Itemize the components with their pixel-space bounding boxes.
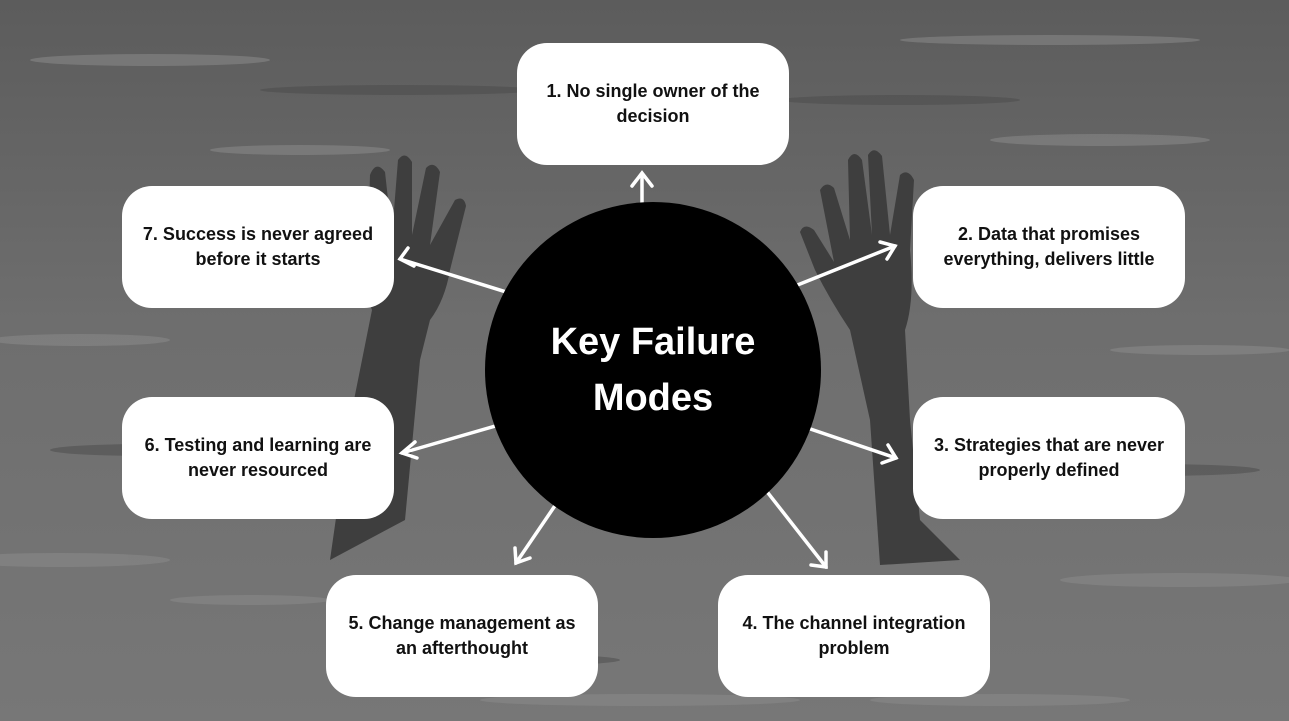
arrow-to-mode-7 xyxy=(398,257,521,298)
failure-mode-label: 7. Success is never agreed before it sta… xyxy=(142,224,374,269)
failure-mode-label: 4. The channel integration problem xyxy=(742,613,966,658)
arrow-head-2 xyxy=(878,240,898,261)
failure-mode-box-5: 5. Change management as an afterthought xyxy=(326,575,598,697)
failure-mode-box-7: 7. Success is never agreed before it sta… xyxy=(122,186,394,308)
failure-mode-label: 3. Strategies that are never properly de… xyxy=(933,435,1165,480)
arrow-head-6 xyxy=(398,440,419,460)
arrow-head-4 xyxy=(809,550,828,569)
failure-mode-box-4: 4. The channel integration problem xyxy=(718,575,990,697)
arrow-head-7 xyxy=(397,246,416,268)
arrow-head-3 xyxy=(880,443,899,465)
failure-mode-box-3: 3. Strategies that are never properly de… xyxy=(913,397,1185,519)
failure-mode-label: 6. Testing and learning are never resour… xyxy=(144,435,372,480)
failure-mode-label: 1. No single owner of the decision xyxy=(546,81,760,126)
arrow-to-mode-2 xyxy=(778,244,897,294)
failure-mode-box-6: 6. Testing and learning are never resour… xyxy=(122,397,394,519)
right-hand-silhouette xyxy=(800,150,960,565)
failure-mode-label: 2. Data that promises everything, delive… xyxy=(943,224,1155,269)
failure-mode-box-1: 1. No single owner of the decision xyxy=(517,43,789,165)
failure-mode-label: 5. Change management as an afterthought xyxy=(348,613,576,658)
failure-mode-box-2: 2. Data that promises everything, delive… xyxy=(913,186,1185,308)
arrow-head-5 xyxy=(513,546,532,566)
central-hub-circle: Key Failure Modes xyxy=(485,202,821,538)
arrow-head-1 xyxy=(630,170,654,188)
diagram-title: Key Failure Modes xyxy=(550,321,756,419)
